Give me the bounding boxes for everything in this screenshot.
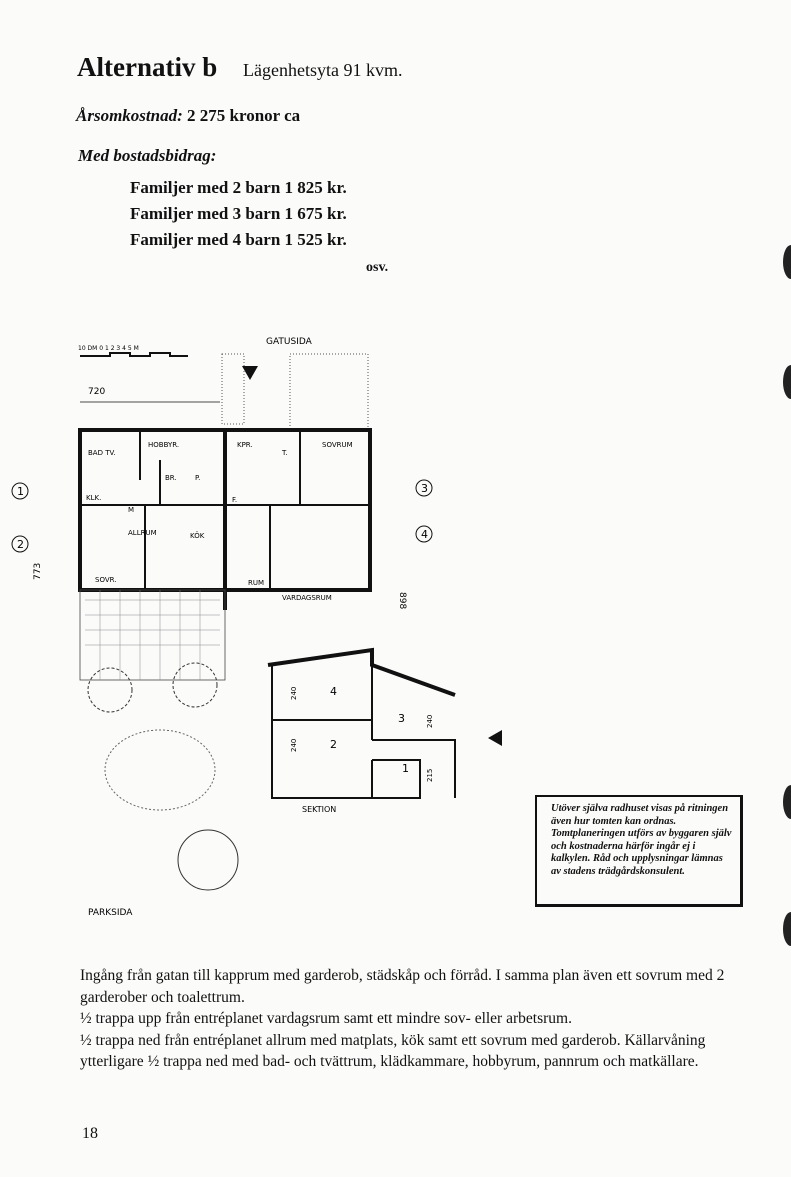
- room-label: SOVR.: [95, 576, 116, 584]
- annual-cost-value: 2 275 kronor ca: [187, 106, 301, 125]
- subsidy-row: Familjer med 4 barn 1 525 kr.: [130, 230, 347, 249]
- level-number: 1: [17, 485, 24, 498]
- room-label: P.: [195, 474, 200, 482]
- floor-plan-drawing: 10 DM 0 1 2 3 4 5 M GATUSIDA 720 773 898: [11, 337, 502, 918]
- room-label: KPR.: [237, 441, 253, 449]
- dimension-label: 240: [426, 715, 434, 728]
- section-levels: 4 3 2 1: [330, 685, 409, 775]
- scale-bar: [80, 352, 188, 357]
- dimension-label: 898: [397, 592, 407, 609]
- room-label: VARDAGSRUM: [282, 594, 332, 602]
- park-side-label: PARKSIDA: [88, 908, 133, 918]
- dimension-label: 720: [88, 387, 105, 397]
- street-side-label: GATUSIDA: [266, 337, 313, 347]
- level-number: 1: [402, 762, 409, 775]
- room-label: RUM: [248, 579, 264, 587]
- room-label: BAD TV.: [88, 449, 116, 457]
- room-labels: HOBBYR. BAD TV. KLK. BR. P. M ALLRUM KÖK…: [86, 441, 353, 602]
- binder-hole: [783, 365, 791, 399]
- subsidy-row: Familjer med 2 barn 1 825 kr.: [130, 178, 347, 197]
- section-drawing: [267, 647, 502, 799]
- subsidy-row: Familjer med 3 barn 1 675 kr.: [130, 204, 347, 223]
- subsidy-heading: Med bostadsbidrag:: [78, 146, 217, 165]
- room-label: KÖK: [190, 531, 205, 540]
- garden-note-box: Utöver själva radhuset visas på ritninge…: [535, 795, 743, 907]
- room-label: ALLRUM: [128, 529, 157, 537]
- hedge: [221, 353, 245, 425]
- level-number: 2: [17, 538, 24, 551]
- level-number: 3: [421, 482, 428, 495]
- page-title: Alternativ b: [77, 52, 218, 82]
- section-dims: 240 240 240 215: [290, 687, 434, 782]
- room-label: HOBBYR.: [148, 441, 179, 449]
- room-label: T.: [281, 449, 288, 457]
- room-label: BR.: [165, 474, 177, 482]
- annual-cost: Årsomkostnad: 2 275 kronor ca: [76, 106, 300, 126]
- level-number: 2: [330, 738, 337, 751]
- apartment-area: Lägenhetsyta 91 kvm.: [243, 60, 403, 80]
- room-label: M: [128, 506, 134, 514]
- entrance-arrow-icon: [242, 366, 258, 380]
- level-number: 4: [421, 528, 428, 541]
- room-label: SOVRUM: [322, 441, 353, 449]
- dimension-label: 240: [290, 739, 298, 752]
- plan-walls: [78, 428, 372, 891]
- description-text: Ingång från gatan till kapprum med garde…: [80, 965, 760, 1073]
- level-number: 3: [398, 712, 405, 725]
- section-label: SEKTION: [302, 805, 336, 814]
- page-number: 18: [82, 1125, 98, 1142]
- dimension-label: 215: [426, 769, 434, 782]
- level-markers: 1 2 3 4: [11, 479, 433, 553]
- annual-cost-label: Årsomkostnad:: [76, 106, 183, 125]
- dimension-label: 240: [290, 687, 298, 700]
- description-paragraph: Ingång från gatan till kapprum med garde…: [80, 967, 725, 1006]
- subsidy-more: osv.: [366, 260, 389, 275]
- binder-hole: [783, 912, 791, 946]
- dimension-label: 773: [33, 563, 43, 580]
- description-paragraph: ½ trappa upp från entréplanet vardagsrum…: [80, 1010, 572, 1027]
- hedge: [289, 353, 369, 430]
- scale-label: 10 DM 0 1 2 3 4 5 M: [78, 345, 139, 352]
- binder-hole: [783, 245, 791, 279]
- level-number: 4: [330, 685, 337, 698]
- binder-hole: [783, 785, 791, 819]
- room-label: F.: [232, 496, 237, 504]
- room-label: KLK.: [86, 494, 101, 502]
- description-paragraph: ½ trappa ned från entréplanet allrum med…: [80, 1031, 706, 1071]
